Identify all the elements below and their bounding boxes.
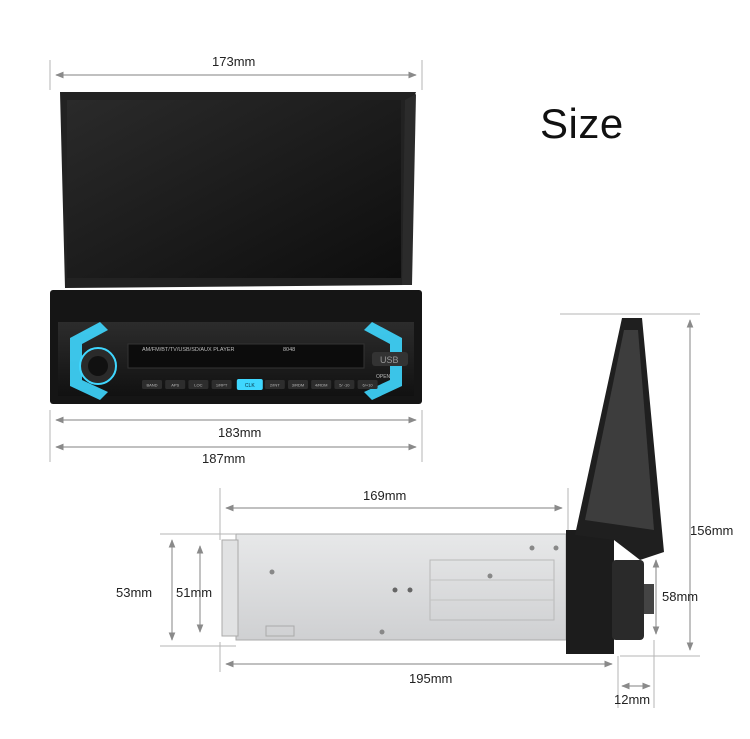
preset-button[interactable]: 1/RPT xyxy=(211,380,232,389)
label-183: 183mm xyxy=(218,425,262,440)
front-panel: AM/FM/BT/TV/USB/SD/AUX PLAYER 8048 USB O… xyxy=(50,290,422,404)
usb-port-cover[interactable] xyxy=(372,352,408,366)
preset-button-label: BAND xyxy=(146,382,157,387)
preset-button-label: 3/RDM xyxy=(292,382,304,387)
clk-button-label: CLK xyxy=(245,383,255,389)
label-12: 12mm xyxy=(614,692,651,707)
label-173: 173mm xyxy=(212,54,256,69)
side-knob xyxy=(612,560,644,640)
preset-button[interactable]: 6/+10 xyxy=(357,380,378,389)
preset-button-label: 1/RPT xyxy=(216,382,228,387)
preset-button-label: LOC xyxy=(194,382,202,387)
dim-195 xyxy=(219,642,619,708)
preset-button[interactable]: BAND xyxy=(142,380,162,389)
open-label: OPEN xyxy=(376,374,391,380)
dim-12 xyxy=(621,640,655,708)
label-187: 187mm xyxy=(202,451,246,466)
label-156: 156mm xyxy=(690,523,734,538)
metal-chassis xyxy=(221,533,567,641)
lcd-strip xyxy=(127,343,365,369)
dim-173 xyxy=(49,60,423,90)
dim-156 xyxy=(560,313,700,657)
side-face-block xyxy=(566,318,664,654)
preset-button-label: 6/+10 xyxy=(363,382,374,387)
label-169: 169mm xyxy=(363,488,407,503)
label-53: 53mm xyxy=(116,585,153,600)
right-glow-accent xyxy=(364,322,402,400)
dim-53 xyxy=(160,533,236,647)
dim-187 xyxy=(49,410,423,462)
page-title: Size xyxy=(540,100,624,147)
preset-button[interactable]: 3/RDM xyxy=(288,380,308,389)
preset-button[interactable]: 4/RDM xyxy=(311,380,332,389)
preset-button[interactable]: LOC xyxy=(188,380,209,389)
label-51: 51mm xyxy=(176,585,213,600)
preset-button-row: BAND APS LOC 1/RPT 2/INT 3/RDM 4/RDM 5/ -10 6/+1… xyxy=(142,379,378,390)
preset-button[interactable]: APS xyxy=(165,380,186,389)
usb-label: USB xyxy=(380,355,399,365)
preset-button[interactable]: 2/INT xyxy=(264,380,285,389)
screen-unit xyxy=(60,92,416,322)
label-58: 58mm xyxy=(662,589,699,604)
left-glow-accent xyxy=(70,322,108,400)
preset-button-label: 5/ -10 xyxy=(339,382,350,387)
source-strip-label: AM/FM/BT/TV/USB/SD/AUX PLAYER xyxy=(142,347,235,353)
dim-169 xyxy=(219,488,569,540)
model-label: 8048 xyxy=(283,347,295,353)
label-195: 195mm xyxy=(409,671,453,686)
clk-button[interactable]: CLK xyxy=(236,379,263,390)
preset-button[interactable]: 5/ -10 xyxy=(334,380,355,389)
display-screen xyxy=(67,100,401,278)
preset-button-label: APS xyxy=(171,382,179,387)
preset-button-label: 4/RDM xyxy=(315,382,327,387)
preset-button-label: 2/INT xyxy=(270,382,280,387)
